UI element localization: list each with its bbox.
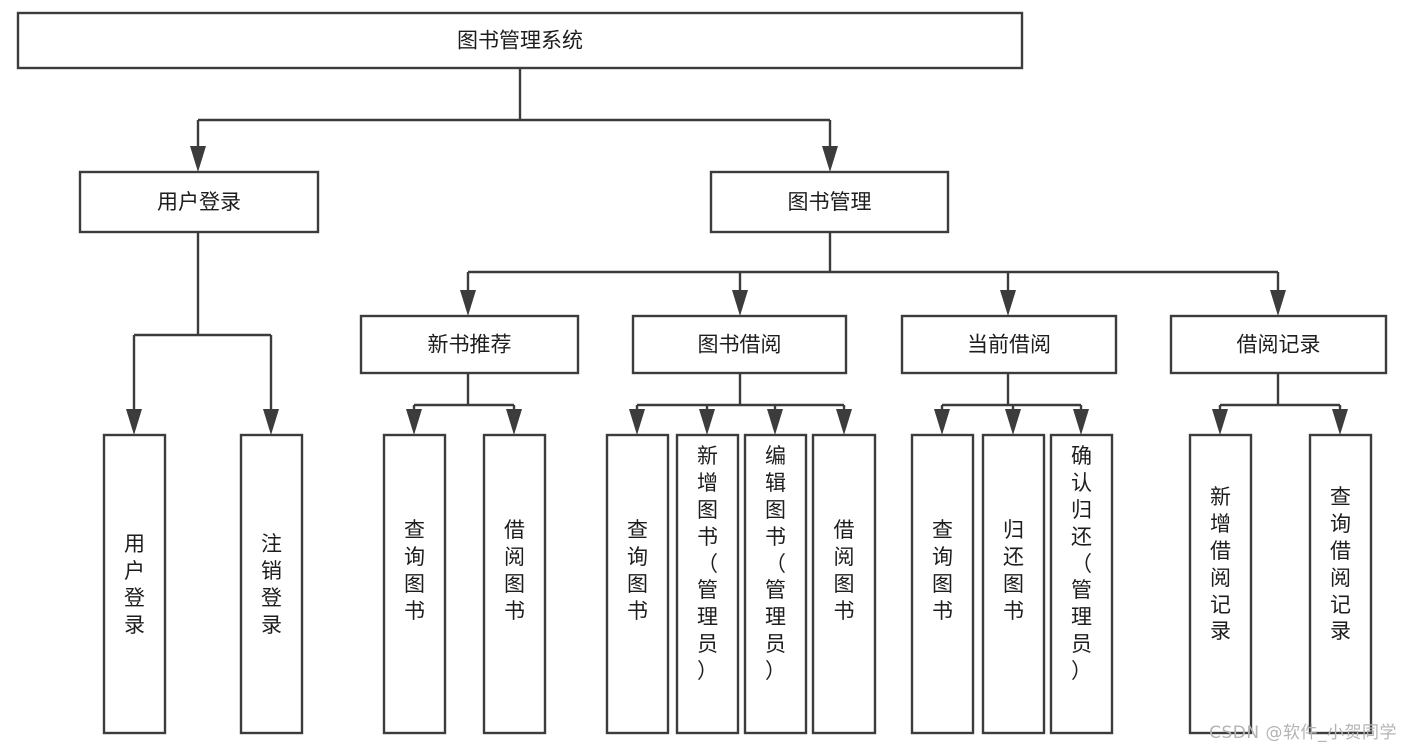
connector-user-login-to-leaves xyxy=(126,232,279,435)
node-label-book-management: 图书管理 xyxy=(788,190,872,214)
node-box-leaf-query-book-current[interactable] xyxy=(910,433,975,735)
node-box-leaf-query-book-borrow[interactable] xyxy=(605,433,670,735)
node-box-leaf-user-logout[interactable] xyxy=(239,433,304,735)
node-box-book-borrow[interactable] xyxy=(631,314,848,375)
connector-root-to-level2 xyxy=(190,68,838,172)
connector-new-book-recommend-to-leaves xyxy=(406,373,522,435)
connectors-layer xyxy=(126,68,1348,435)
node-label-new-book-recommend: 新书推荐 xyxy=(428,333,512,357)
node-box-user-login[interactable] xyxy=(78,170,320,234)
node-label-book-borrow: 图书借阅 xyxy=(698,333,782,357)
boxes-layer xyxy=(16,11,1388,735)
node-box-leaf-add-borrow-record[interactable] xyxy=(1188,433,1253,735)
connector-borrow-record-to-leaves xyxy=(1212,373,1348,435)
node-box-leaf-confirm-return[interactable] xyxy=(1049,433,1114,735)
node-box-leaf-return-book[interactable] xyxy=(981,433,1046,735)
node-box-book-management[interactable] xyxy=(709,170,950,234)
node-label-user-login: 用户登录 xyxy=(157,190,241,214)
node-box-leaf-borrow-book[interactable] xyxy=(811,433,877,735)
node-box-leaf-borrow-book-recommend[interactable] xyxy=(482,433,547,735)
node-label-current-borrow: 当前借阅 xyxy=(967,333,1051,357)
connector-book-borrow-to-leaves xyxy=(629,373,852,435)
node-label-root: 图书管理系统 xyxy=(457,29,583,53)
node-box-leaf-query-borrow-record[interactable] xyxy=(1308,433,1373,735)
node-box-leaf-user-login[interactable] xyxy=(102,433,167,735)
node-box-leaf-query-book-recommend[interactable] xyxy=(382,433,447,735)
connector-current-borrow-to-leaves xyxy=(934,373,1089,435)
connector-book-management-to-level3 xyxy=(460,232,1286,316)
node-box-leaf-edit-book[interactable] xyxy=(743,433,808,735)
node-box-new-book-recommend[interactable] xyxy=(359,314,580,375)
node-label-borrow-record: 借阅记录 xyxy=(1237,333,1321,357)
node-box-current-borrow[interactable] xyxy=(900,314,1118,375)
watermark-credit: CSDN @软件_小贺同学 xyxy=(1209,723,1397,743)
node-box-root[interactable] xyxy=(16,11,1024,70)
node-box-borrow-record[interactable] xyxy=(1169,314,1388,375)
node-box-leaf-add-book[interactable] xyxy=(675,433,740,735)
